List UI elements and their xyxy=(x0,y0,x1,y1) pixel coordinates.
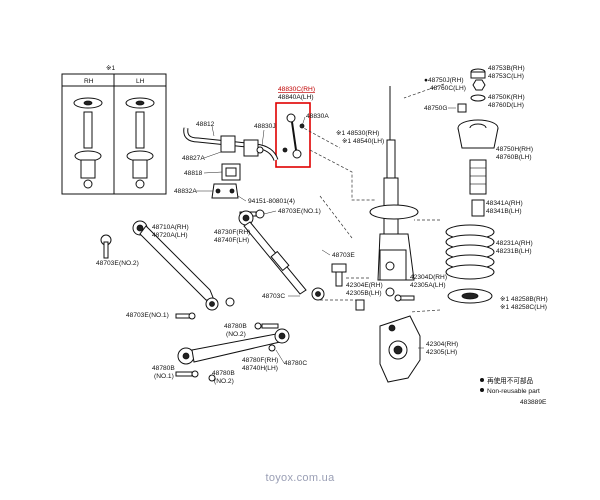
label-48540: ※1 48540(LH) xyxy=(342,138,384,145)
label-48530: ※1 48530(RH) xyxy=(336,130,379,137)
highlight-frame xyxy=(275,102,311,168)
bolt-48703E-left xyxy=(100,234,112,259)
bolt-48780B-left xyxy=(175,370,199,378)
inset-strut-lh xyxy=(125,97,155,189)
label-48780B-top-note: (NO.2) xyxy=(226,331,246,338)
diagram-id: 483889E xyxy=(520,399,547,406)
label-42304: 42304(RH) xyxy=(426,341,458,348)
label-42304D: 42304D(RH) xyxy=(410,274,447,281)
bracket-48832A xyxy=(211,183,239,199)
label-48703C: 48703C xyxy=(262,293,285,300)
label-48750G: 48750G xyxy=(424,105,447,112)
arm-48730F xyxy=(238,210,325,301)
inset-rh: RH xyxy=(84,78,94,85)
inset-strut-rh xyxy=(73,97,103,189)
label-48703E-center: 48703E xyxy=(332,252,355,259)
inset-box: ※1 RH LH xyxy=(61,65,167,195)
label-42305: 42305(LH) xyxy=(426,349,457,356)
mount-48750H xyxy=(457,119,499,149)
label-48818: 48818 xyxy=(184,170,203,177)
label-48740F: 48740F(LH) xyxy=(214,237,249,244)
bolt-48703E-lower xyxy=(225,297,235,307)
label-48703E-no2: 48703E xyxy=(96,260,119,267)
label-48760D: 48760D(LH) xyxy=(488,102,524,109)
highlight-part-lh: 48840A(LH) xyxy=(278,94,314,101)
nut-48780B-bottom xyxy=(208,374,216,382)
insulator-48258B xyxy=(447,288,493,304)
label-48780B-bottom-note: (NO.2) xyxy=(214,378,234,385)
bolt-48780B-top xyxy=(254,322,279,330)
label-48780C: 48780C xyxy=(284,360,307,367)
label-48750J: ●48750J(RH) xyxy=(424,77,464,84)
bushing-48818 xyxy=(221,163,241,181)
label-48231B: 48231B(LH) xyxy=(496,248,532,255)
stabilizer-bushing xyxy=(220,135,236,153)
label-48812: 48812 xyxy=(196,121,215,128)
bolt-48703E-lowerleft xyxy=(175,312,196,320)
label-48703E-no2-note: (NO.2) xyxy=(119,260,139,267)
legend: 再使用不可部品 Non-reusable part 483889E xyxy=(480,376,547,406)
label-48720A: 48720A(LH) xyxy=(152,232,188,239)
label-94151: 94151-80801(4) xyxy=(248,198,295,205)
label-48710A: 48710A(RH) xyxy=(152,224,189,231)
label-48832A: 48832A xyxy=(174,188,197,195)
spring-48231A xyxy=(445,224,495,280)
label-48827A: 48827A xyxy=(182,155,205,162)
label-48753B: 48753B(RH) xyxy=(488,65,525,72)
watermark: toyox.com.ua xyxy=(265,472,335,484)
label-48830J: 48830J xyxy=(254,123,276,130)
highlight-part-rh: 48830C(RH) xyxy=(278,86,315,93)
label-48703E-no1b-note: (NO.1) xyxy=(149,312,169,319)
legend-dot-icon xyxy=(480,378,484,382)
boot-48341A xyxy=(469,159,487,217)
nut-48780C xyxy=(268,344,276,352)
label-42305A: 42305A(LH) xyxy=(410,282,446,289)
label-48780F: 48780F(RH) xyxy=(242,357,278,364)
label-48341A: 48341A(RH) xyxy=(486,200,523,207)
label-48760B: 48760B(LH) xyxy=(496,154,532,161)
knuckle-42304 xyxy=(379,315,421,383)
legend-dot-text: 再使用不可部品 xyxy=(487,376,534,385)
label-48730F: 48730F(RH) xyxy=(214,229,250,236)
label-48780B-left: 48780B xyxy=(152,365,175,372)
arm-48780F xyxy=(177,328,290,365)
nut-42304E xyxy=(355,299,365,311)
label-42305B: 42305B(LH) xyxy=(346,290,382,297)
inset-lh: LH xyxy=(136,78,145,85)
legend-bullet-text: Non-reusable part xyxy=(487,388,540,395)
label-42304E: 42304E(RH) xyxy=(346,282,383,289)
label-48341B: 48341B(LH) xyxy=(486,208,522,215)
bolt-42304D xyxy=(394,294,415,302)
shock-absorber xyxy=(369,86,419,297)
highlight-link-rod[interactable]: 48830C(RH) 48840A(LH) xyxy=(275,86,315,168)
label-48231A: 48231A(RH) xyxy=(496,240,533,247)
label-48750H: 48750H(RH) xyxy=(496,146,533,153)
label-48830A: 48830A xyxy=(306,113,329,120)
label-48780B-bottom: 48780B xyxy=(212,370,235,377)
washer-48750K xyxy=(470,94,486,102)
legend-bullet-icon xyxy=(480,388,484,392)
label-48703E-no1-note: (NO.1) xyxy=(301,208,321,215)
label-48780B-left-note: (NO.1) xyxy=(154,373,174,380)
cap-48753B xyxy=(470,68,486,79)
label-48780B-top: 48780B xyxy=(224,323,247,330)
label-48703E-no1b: 48703E xyxy=(126,312,149,319)
label-48753C: 48753C(LH) xyxy=(488,73,524,80)
bushing-48750G xyxy=(457,103,467,113)
nut-48750J xyxy=(472,79,486,91)
stabilizer-bar xyxy=(183,127,279,161)
label-48258B: ※1 48258B(RH) xyxy=(500,296,548,303)
inset-title: ※1 xyxy=(106,65,116,72)
label-48750K: 48750K(RH) xyxy=(488,94,525,101)
arm-48710A xyxy=(132,220,219,311)
bolt-48703E-center xyxy=(331,263,347,287)
label-48760C: 48760C(LH) xyxy=(430,85,466,92)
label-48740H: 48740H(LH) xyxy=(242,365,278,372)
label-48703E-no1: 48703E xyxy=(278,208,301,215)
label-48258C: ※1 48258C(LH) xyxy=(500,304,547,311)
